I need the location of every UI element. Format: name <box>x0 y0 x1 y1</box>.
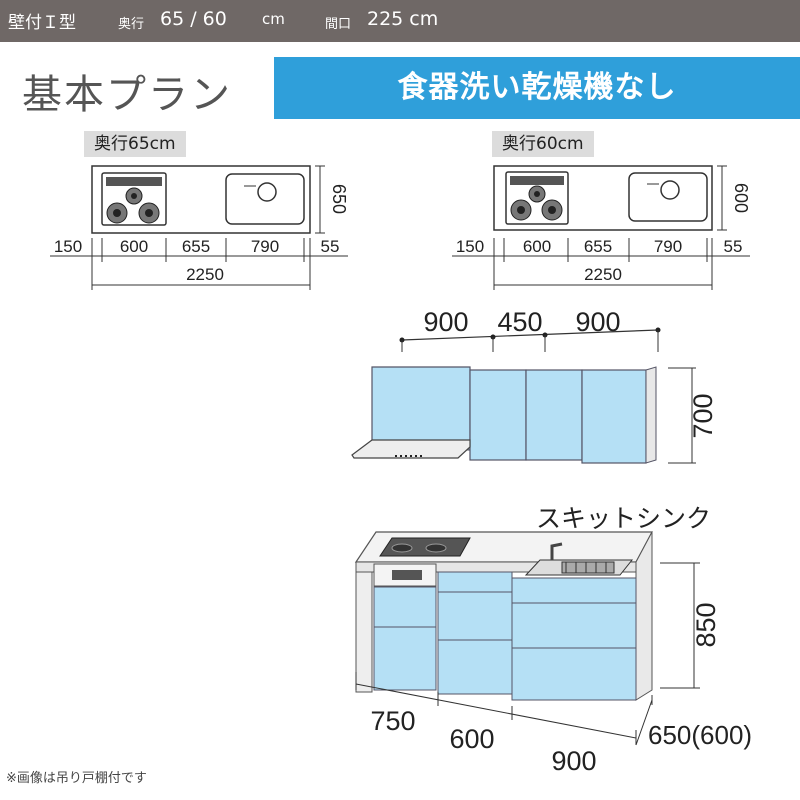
plan60-seg-1: 150 <box>456 237 484 256</box>
plan60-seg-2: 600 <box>523 237 551 256</box>
plan65-seg-4: 790 <box>251 237 279 256</box>
depth-value: 65 / 60 <box>160 8 227 30</box>
sink-icon <box>628 172 708 222</box>
depth-unit: cm <box>262 10 285 28</box>
sink-basin-icon <box>524 542 634 576</box>
plan60-total: 2250 <box>584 265 622 284</box>
plan60-label: 奥行60cm <box>492 131 594 157</box>
wall-width-2: 450 <box>497 307 542 337</box>
wall-cabinet-drawing: 900 450 900 700 <box>351 307 718 464</box>
stove-icon <box>101 172 167 226</box>
base-width-2: 600 <box>449 724 494 754</box>
base-width-3: 900 <box>551 746 596 776</box>
footnote: ※画像は吊り戸棚付です <box>6 771 147 786</box>
depth-label: 奥行 <box>118 17 145 32</box>
width-value: 225 cm <box>367 8 439 30</box>
base-width-1: 750 <box>370 706 415 736</box>
stove-icon <box>505 171 569 225</box>
plan65-depth: 650 <box>329 184 349 214</box>
sink-icon <box>225 173 305 225</box>
wall-width-1: 900 <box>423 307 468 337</box>
base-depth: 650(600) <box>648 720 752 750</box>
plan65-drawing: 650 150 600 655 790 55 2250 <box>50 165 349 290</box>
wall-width-3: 900 <box>575 307 620 337</box>
plan65-seg-1: 150 <box>54 237 82 256</box>
cooktop-icon <box>379 537 471 557</box>
header-bar: 壁付Ｉ型 奥行 65 / 60 cm 間口 225 cm <box>0 0 800 42</box>
plan-banner: 食器洗い乾燥機なし <box>274 57 800 119</box>
plan65-label: 奥行65cm <box>84 131 186 157</box>
width-label: 間口 <box>325 17 352 32</box>
plan60-seg-4: 790 <box>654 237 682 256</box>
plan60-depth: 600 <box>731 183 751 213</box>
plan65-seg-2: 600 <box>120 237 148 256</box>
plan65-total: 2250 <box>186 265 224 284</box>
plan65-seg-5: 55 <box>321 237 340 256</box>
page-title: 基本プラン <box>22 72 232 118</box>
range-hood-icon <box>351 439 471 459</box>
wall-height: 700 <box>688 393 718 438</box>
plan60-seg-5: 55 <box>724 237 743 256</box>
layout-type: 壁付Ｉ型 <box>8 13 76 33</box>
base-height: 850 <box>691 602 721 647</box>
plan60-seg-3: 655 <box>584 237 612 256</box>
plan60-drawing: 600 150 600 655 790 55 2250 <box>452 165 751 290</box>
sink-label: スキットシンク <box>536 504 711 533</box>
plan65-seg-3: 655 <box>182 237 210 256</box>
base-cabinet-drawing: スキットシンク <box>354 504 752 776</box>
